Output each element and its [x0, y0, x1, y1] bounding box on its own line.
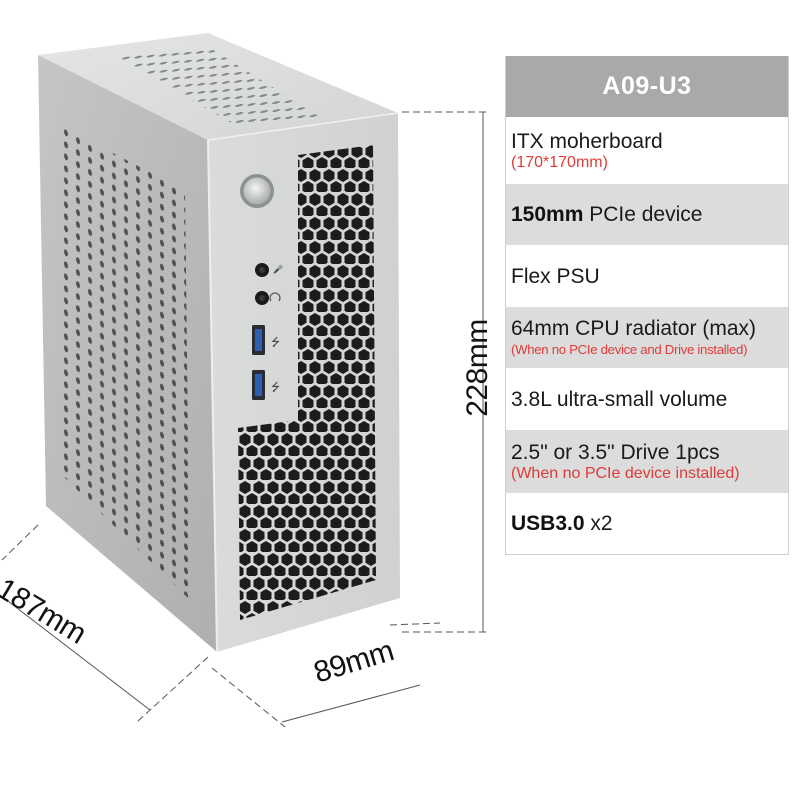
- spec-row-usb: USB3.0 x2: [506, 493, 788, 554]
- mic-icon: 🎤: [273, 264, 283, 274]
- spec-note: (When no PCIe device installed): [511, 465, 740, 482]
- spec-text: 2.5" or 3.5" Drive 1pcs: [511, 441, 720, 464]
- spec-text: PCIe device: [583, 203, 703, 226]
- spec-row-cpu-cooler: 64mm CPU radiator (max) (When no PCIe de…: [506, 307, 788, 368]
- spec-row-motherboard: ITX moherboard (170*170mm): [506, 117, 788, 184]
- dimension-lines: [0, 111, 490, 728]
- usb3-port-2[interactable]: [252, 370, 265, 400]
- mic-jack[interactable]: [255, 263, 269, 277]
- spec-text: ITX moherboard: [511, 130, 663, 153]
- spec-text: 64mm CPU radiator (max): [511, 317, 757, 340]
- pc-case-illustration: 🎤 ⭍ ⭍: [0, 33, 490, 728]
- spec-bold: USB3.0: [511, 512, 585, 535]
- power-button[interactable]: [240, 174, 274, 208]
- spec-row-volume: 3.8L ultra-small volume: [506, 368, 788, 430]
- headphone-jack[interactable]: [255, 291, 269, 305]
- spec-bold: 150mm: [511, 203, 584, 226]
- spec-note: (170*170mm): [511, 154, 608, 171]
- usb-icon: ⭍: [271, 336, 280, 349]
- usb3-port-1[interactable]: [252, 325, 265, 355]
- headphone-icon: [269, 292, 281, 302]
- spec-text: 3.8L ultra-small volume: [511, 387, 728, 411]
- spec-row-drive: 2.5" or 3.5" Drive 1pcs (When no PCIe de…: [506, 430, 788, 493]
- spec-note: (When no PCIe device and Drive installed…: [511, 342, 748, 357]
- spec-row-psu: Flex PSU: [506, 245, 788, 307]
- spec-row-pcie: 150mm PCIe device: [506, 184, 788, 245]
- usb-icon: ⭍: [271, 381, 280, 394]
- height-dimension-label: 228mm: [461, 319, 494, 417]
- spec-table: A09-U3 ITX moherboard (170*170mm) 150mm …: [505, 56, 789, 555]
- spec-text: Flex PSU: [511, 264, 600, 288]
- spec-text: x2: [584, 512, 613, 535]
- front-hex-vent: [238, 145, 376, 620]
- spec-table-header: A09-U3: [506, 56, 788, 117]
